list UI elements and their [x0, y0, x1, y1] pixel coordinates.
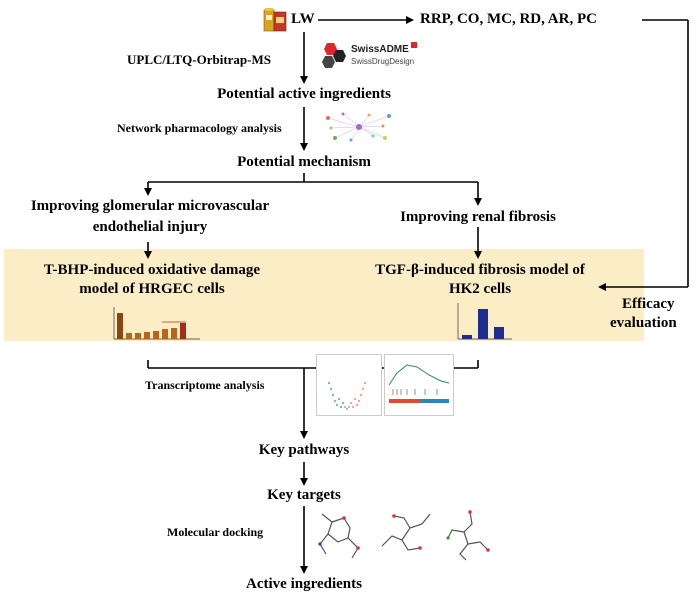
branch-left-line2: endothelial injury [92, 219, 208, 235]
transcriptome-analysis: Transcriptome analysis [145, 378, 265, 392]
model-panel [4, 249, 644, 341]
uplc-method: UPLC/LTQ-Orbitrap-MS [127, 52, 271, 67]
hrgec-bar-chart [100, 303, 204, 355]
potential-mechanism: Potential mechanism [237, 154, 371, 170]
gsea-plot-image [384, 354, 454, 416]
key-targets: Key targets [267, 487, 341, 503]
model-right-line2: HK2 cells [448, 281, 512, 297]
swissadme-badge [411, 42, 417, 48]
efficacy-line2: evaluation [610, 315, 677, 331]
branch-right: Improving renal fibrosis [400, 209, 556, 225]
efficacy-line1: Efficacy [622, 296, 675, 312]
volcano-plot-image [316, 354, 382, 416]
swissadme-name: SwissADME [351, 44, 409, 55]
swissadme-subtitle: SwissDrugDesign [351, 57, 415, 66]
model-left-line2: model of HRGEC cells [79, 281, 225, 297]
molecular-docking: Molecular docking [167, 525, 264, 539]
hk2-bar-chart [446, 297, 516, 355]
active-ingredients: Active ingredients [246, 576, 362, 592]
model-left-line1: T-BHP-induced oxidative damage [43, 262, 261, 278]
swissadme-logo: SwissADME SwissDrugDesign [319, 42, 424, 72]
docking-structure-2 [378, 506, 434, 558]
network-pharmacology: Network pharmacology analysis [117, 121, 282, 135]
network-graph-image [323, 110, 396, 144]
model-right-line1: TGF-β-induced fibrosis model of [375, 262, 585, 278]
lw-label: LW [291, 11, 315, 27]
quality-parameters: RRP, CO, MC, RD, AR, PC [420, 11, 597, 27]
product-box-icon [263, 7, 287, 33]
potential-ingredients: Potential active ingredients [217, 86, 391, 102]
key-pathways: Key pathways [258, 442, 350, 458]
branch-left-line1: Improving glomerular microvascular [30, 198, 270, 214]
swissadme-hex-icon [322, 43, 346, 68]
docking-structure-3 [442, 508, 498, 564]
docking-structure-1 [314, 504, 372, 564]
